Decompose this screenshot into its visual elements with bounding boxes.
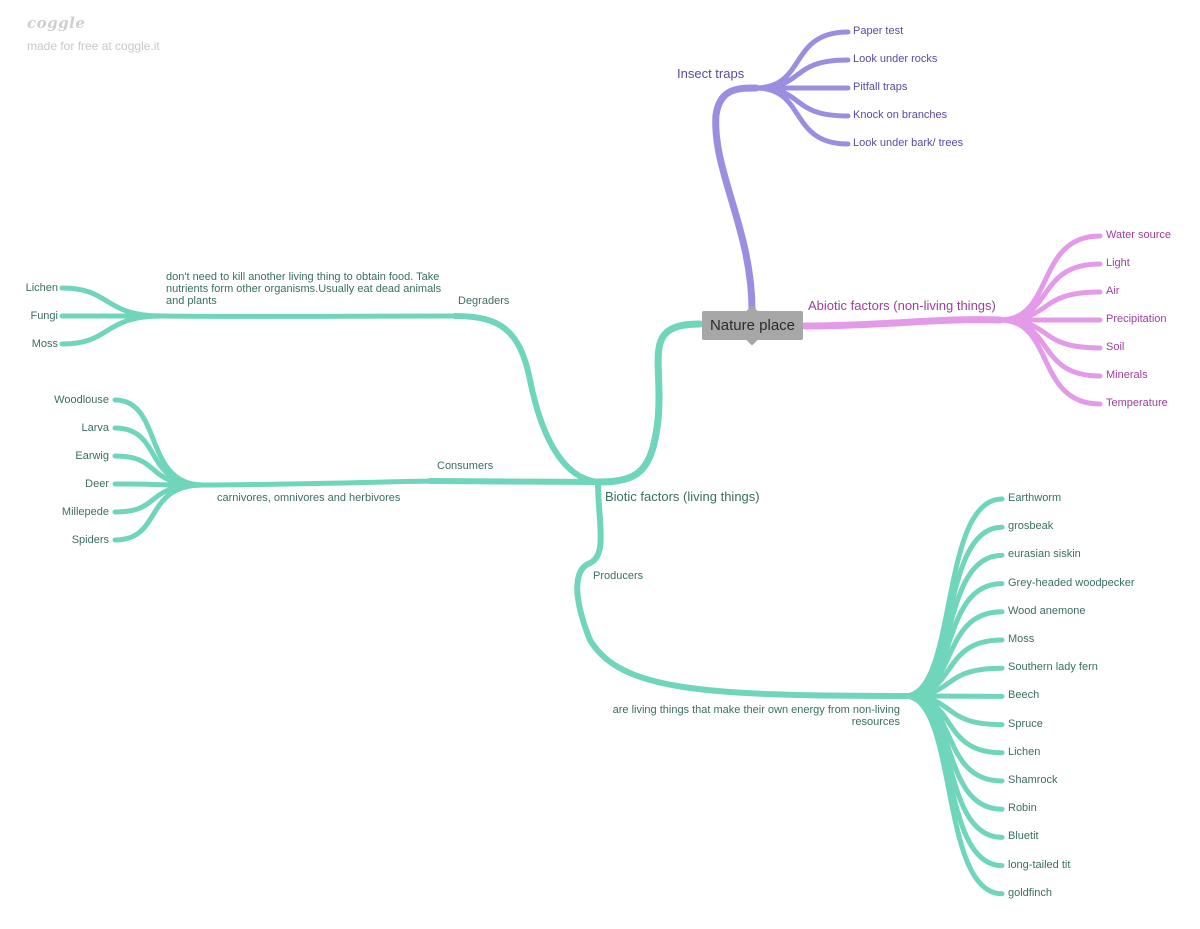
producers-branch [574, 479, 908, 699]
insect-leaf-branch [753, 85, 851, 147]
insect-item[interactable]: Paper test [853, 25, 904, 37]
abiotic-item[interactable]: Water source [1106, 229, 1172, 241]
abiotic-item[interactable]: Air [1106, 285, 1120, 297]
brand-tagline: made for free at coggle.it [27, 39, 160, 53]
abiotic-item[interactable]: Precipitation [1106, 313, 1167, 325]
degrader-item[interactable]: Lichen [25, 282, 58, 294]
coggle-logo: coggle [27, 14, 86, 32]
abiotic-leaf-branch [997, 233, 1103, 323]
insect-item[interactable]: Look under rocks [853, 53, 938, 65]
consumer-item[interactable]: Millepede [61, 506, 109, 518]
producer-leaf-branch [902, 693, 1005, 897]
degraders-label[interactable]: Degraders [458, 295, 510, 307]
degraders-description: don't need to kill another living thing … [166, 271, 442, 307]
degrader-leaf-branch [59, 313, 165, 347]
producer-item[interactable]: Spruce [1008, 717, 1043, 730]
insect-item[interactable]: Look under bark/ trees [853, 137, 964, 149]
consumer-item[interactable]: Spiders [71, 534, 109, 546]
producer-item[interactable]: Robin [1008, 802, 1037, 815]
abiotic-item[interactable]: Soil [1106, 341, 1125, 353]
producer-item[interactable]: long-tailed tit [1008, 858, 1071, 871]
insect-branch [712, 84, 760, 314]
consumer-item[interactable]: Larva [81, 422, 109, 434]
producer-item[interactable]: Wood anemone [1008, 604, 1086, 617]
abiotic-branch [801, 316, 1004, 330]
degrader-item[interactable]: Moss [31, 338, 58, 350]
insect-traps-label[interactable]: Insect traps [677, 66, 745, 81]
abiotic-leaf-branch [997, 317, 1103, 407]
producer-item[interactable]: Southern lady fern [1008, 661, 1098, 674]
abiotic-item[interactable]: Light [1106, 257, 1130, 269]
degraders-branch [452, 313, 601, 485]
consumers-description: carnivores, omnivores and herbivores [217, 492, 401, 504]
producers-label[interactable]: Producers [593, 570, 644, 582]
producer-item[interactable]: Lichen [1008, 745, 1041, 758]
producer-item[interactable]: goldfinch [1008, 886, 1053, 899]
producers-description: are living things that make their own en… [612, 704, 900, 728]
abiotic-item[interactable]: Temperature [1106, 397, 1168, 409]
consumers-desc-branch [200, 478, 433, 488]
insect-item[interactable]: Knock on branches [853, 109, 948, 121]
biotic-branch [594, 320, 704, 486]
degrader-item[interactable]: Fungi [30, 310, 58, 322]
producer-item[interactable]: Grey-headed woodpecker [1008, 576, 1135, 589]
root-node[interactable]: Nature place [702, 311, 803, 340]
producer-item[interactable]: Earthworm [1008, 492, 1062, 504]
degrader-leaf-branch [59, 285, 165, 319]
abiotic-label[interactable]: Abiotic factors (non-living things) [808, 298, 996, 313]
producer-item[interactable]: eurasian siskin [1008, 548, 1081, 561]
consumer-item[interactable]: Earwig [75, 450, 109, 462]
biotic-label[interactable]: Biotic factors (living things) [605, 489, 760, 504]
producer-item[interactable]: Moss [1008, 633, 1035, 645]
consumer-item[interactable]: Woodlouse [54, 394, 109, 406]
root-label: Nature place [709, 317, 796, 334]
consumer-item[interactable]: Deer [85, 478, 109, 490]
insect-item[interactable]: Pitfall traps [853, 81, 908, 93]
producer-item[interactable]: Bluetit [1008, 830, 1039, 843]
producer-item[interactable]: Beech [1008, 689, 1040, 702]
abiotic-item[interactable]: Minerals [1106, 369, 1148, 381]
consumers-branch [427, 478, 601, 485]
producer-item[interactable]: Shamrock [1008, 774, 1058, 786]
producer-item[interactable]: grosbeak [1008, 520, 1054, 533]
consumer-leaf-branch [112, 482, 206, 543]
consumers-label[interactable]: Consumers [437, 460, 494, 472]
